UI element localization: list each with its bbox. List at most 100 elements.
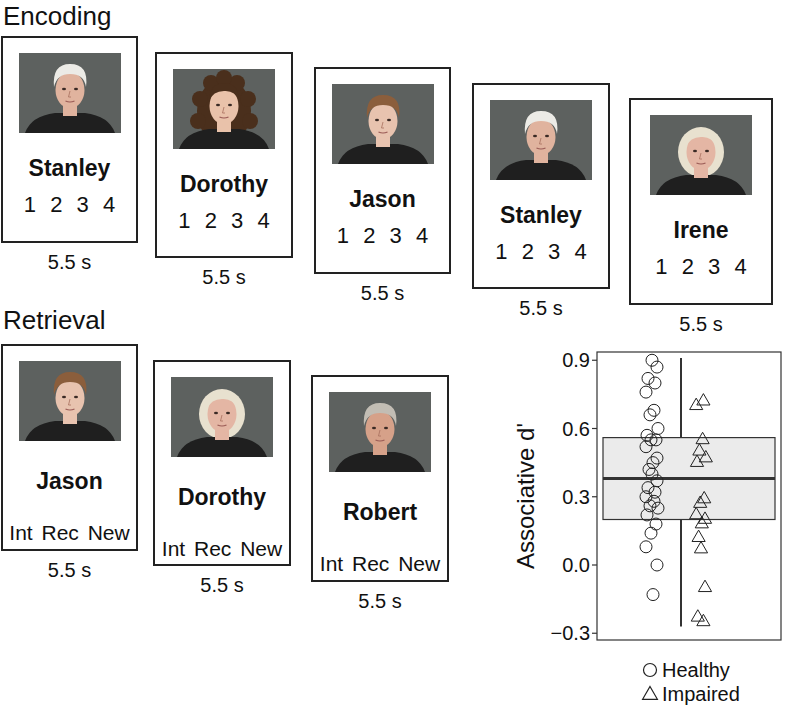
- mouth: [378, 132, 387, 133]
- legend-symbol: [643, 686, 658, 699]
- hair: [525, 111, 558, 134]
- eye: [228, 104, 232, 107]
- face: [55, 72, 84, 109]
- healthy-point: [642, 372, 654, 384]
- nose: [223, 107, 226, 113]
- tick-label: 0.3: [520, 485, 590, 509]
- eye: [375, 119, 379, 122]
- name-label: Stanley: [500, 199, 582, 231]
- eye: [387, 119, 391, 122]
- legend-symbol: [644, 664, 657, 677]
- mouth: [376, 440, 385, 441]
- photo-background: [332, 84, 434, 164]
- impaired-point: [695, 516, 708, 527]
- healthy-point: [651, 475, 663, 487]
- healthy-point: [642, 482, 654, 494]
- healthy-point: [650, 518, 662, 530]
- response-options: Int Rec New: [320, 548, 440, 580]
- eye: [705, 150, 709, 153]
- face: [55, 380, 84, 417]
- impaired-point: [699, 450, 712, 461]
- healthy-point: [649, 377, 661, 389]
- hair-curl: [192, 91, 208, 107]
- duration-label: 5.5 s: [320, 589, 440, 613]
- tick-mark: [592, 496, 597, 497]
- healthy-point: [645, 527, 657, 539]
- healthy-point: [651, 361, 663, 373]
- tick-mark: [592, 564, 597, 565]
- nose: [381, 122, 384, 128]
- legend-item: Impaired: [662, 681, 740, 707]
- name-label: Jason: [36, 465, 102, 497]
- axis-title: Associative d': [512, 423, 540, 569]
- eye: [74, 88, 78, 91]
- face: [366, 411, 395, 448]
- face-photo: [19, 53, 121, 133]
- name-label: Dorothy: [178, 481, 266, 513]
- section-heading: Encoding: [3, 0, 111, 32]
- photo-background: [171, 377, 273, 457]
- stimulus-card: Dorothy1 2 3 4: [155, 52, 293, 258]
- healthy-point: [651, 559, 663, 571]
- impaired-point: [694, 496, 707, 507]
- face-photo: [650, 115, 752, 195]
- plot-panel: [597, 352, 781, 640]
- stimulus-card: Jason1 2 3 4: [314, 67, 451, 274]
- face: [368, 103, 397, 140]
- healthy-point: [640, 441, 652, 453]
- hair-curl: [190, 113, 206, 129]
- mouth: [537, 148, 546, 149]
- section-heading: Retrieval: [3, 304, 106, 336]
- photo-background: [19, 361, 121, 441]
- stimulus-card: Stanley1 2 3 4: [472, 83, 610, 289]
- healthy-point: [652, 423, 664, 435]
- healthy-point: [640, 386, 652, 398]
- stimulus-card: DorothyInt Rec New: [153, 360, 291, 566]
- legend-item: Healthy: [662, 657, 730, 683]
- box-iqr: [603, 438, 775, 520]
- duration-label: 5.5 s: [164, 265, 284, 289]
- healthy-point: [647, 457, 659, 469]
- face-photo: [171, 377, 273, 457]
- hair-fringe: [686, 129, 716, 147]
- impaired-point: [694, 541, 707, 552]
- healthy-point: [643, 463, 655, 475]
- eye: [214, 412, 218, 415]
- name-label: Stanley: [29, 152, 111, 184]
- nose: [540, 138, 543, 144]
- response-options: 1 2 3 4: [655, 251, 746, 283]
- photo-background: [329, 392, 431, 472]
- duration-label: 5.5 s: [481, 296, 601, 320]
- face-photo: [19, 361, 121, 441]
- duration-label: 5.5 s: [641, 312, 761, 336]
- face-photo: [173, 69, 275, 149]
- response-options: 1 2 3 4: [24, 189, 115, 221]
- healthy-point: [647, 589, 659, 601]
- hair-fringe: [209, 83, 239, 101]
- impaired-points: [690, 394, 713, 626]
- duration-label: 5.5 s: [162, 573, 282, 597]
- impaired-point: [692, 530, 705, 541]
- photo-background: [19, 53, 121, 133]
- mouth: [220, 117, 229, 118]
- tick-label: 0.9: [520, 348, 590, 372]
- tick-mark: [592, 428, 597, 429]
- tick-label: 0.0: [520, 553, 590, 577]
- mouth: [697, 163, 706, 164]
- eye: [545, 135, 549, 138]
- duration-label: 5.5 s: [323, 281, 443, 305]
- nose: [221, 415, 224, 421]
- hair-fringe: [207, 391, 237, 409]
- legend-text: Healthy: [662, 659, 730, 681]
- response-options: 1 2 3 4: [178, 205, 269, 237]
- healthy-points: [640, 354, 664, 600]
- eye: [533, 135, 537, 138]
- impaired-point: [690, 507, 703, 518]
- name-label: Irene: [674, 214, 729, 246]
- duration-label: 5.5 s: [10, 250, 130, 274]
- hair: [364, 403, 397, 426]
- stimulus-card: Irene 1 2 3 4: [629, 98, 773, 305]
- tick-label: −0.3: [520, 621, 590, 645]
- median-line: [603, 477, 775, 480]
- impaired-point: [698, 580, 711, 591]
